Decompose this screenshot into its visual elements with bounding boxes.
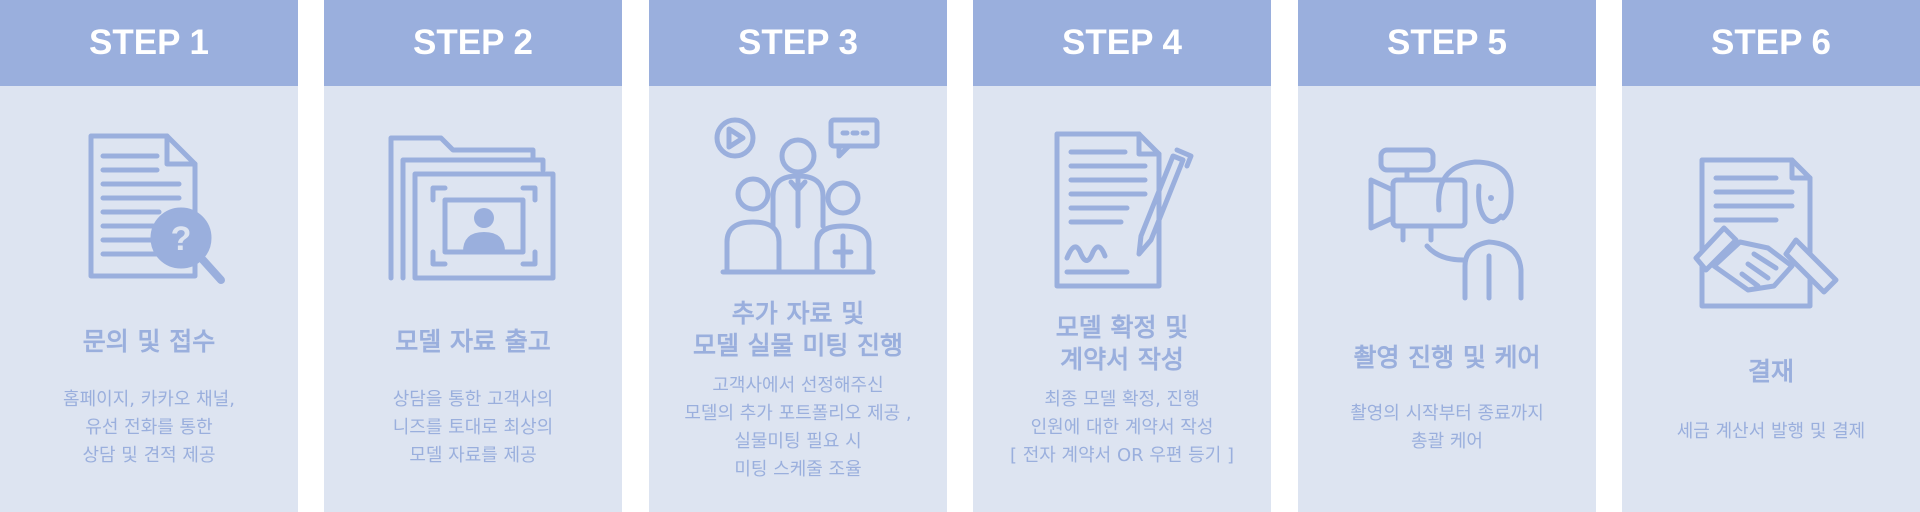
step-1-description: 홈페이지, 카카오 채널, 유선 전화를 통한 상담 및 견적 제공 — [63, 389, 235, 466]
step-3-panel: STEP 3 추가 자료 및 모델 실물 미팅 진행 고객사에서 선정해주신 모… — [649, 0, 947, 512]
step-1-header: STEP 1 — [0, 0, 298, 86]
step-2-arrow — [622, 210, 650, 300]
step-2-header: STEP 2 — [324, 0, 622, 86]
step-2-description: 상담을 통한 고객사의 니즈를 토대로 최상의 모델 자료를 제공 — [392, 389, 554, 466]
step-5-description: 촬영의 시작부터 종료까지 총괄 케어 — [1350, 403, 1544, 452]
group-meeting-icon — [649, 116, 947, 276]
svg-text:?: ? — [171, 220, 192, 258]
step-1-title: 문의 및 접수 — [82, 327, 216, 356]
profile-folder-icon — [324, 130, 622, 290]
handshake-document-icon — [1622, 156, 1920, 316]
step-2-panel: STEP 2 모델 자료 출고 상담을 통한 고객사의 니즈를 토대로 최상의 … — [324, 0, 622, 512]
step-1-panel: STEP 1 ? 문의 및 접수 홈페이지, 카카오 채널, 유선 전화를 통한… — [0, 0, 298, 512]
video-camera-operator-icon — [1298, 146, 1596, 306]
step-4-arrow — [1271, 210, 1299, 300]
step-6-title: 결재 — [1747, 357, 1794, 386]
step-6-description: 세금 계산서 발행 및 결제 — [1676, 421, 1866, 442]
step-4-panel: STEP 4 모델 확정 및 계약서 작성 최종 모델 확정, 진행 인원에 대… — [973, 0, 1271, 512]
contract-pen-icon — [973, 130, 1271, 290]
document-search-icon: ? — [0, 128, 298, 288]
step-3-description: 고객사에서 선정해주신 모델의 추가 포트폴리오 제공 , 실물미팅 필요 시 … — [684, 375, 912, 480]
step-1-arrow — [298, 210, 326, 300]
step-5-panel: STEP 5 촬영 진행 및 케어 촬영의 시작부터 종료까지 총괄 케어 — [1298, 0, 1596, 512]
step-3-title: 추가 자료 및 모델 실물 미팅 진행 — [692, 299, 904, 360]
step-6-header: STEP 6 — [1622, 0, 1920, 86]
step-3-arrow — [947, 210, 975, 300]
step-4-title: 모델 확정 및 계약서 작성 — [1055, 313, 1189, 374]
step-6-panel: STEP 6 결재 세금 계산서 발행 및 결제 — [1622, 0, 1920, 512]
step-5-title: 촬영 진행 및 케어 — [1353, 343, 1541, 372]
step-4-header: STEP 4 — [973, 0, 1271, 86]
step-5-arrow — [1596, 210, 1624, 300]
step-5-header: STEP 5 — [1298, 0, 1596, 86]
step-4-description: 최종 모델 확정, 진행 인원에 대한 계약서 작성 [ 전자 계약서 OR 우… — [1009, 389, 1235, 466]
step-2-title: 모델 자료 출고 — [395, 327, 551, 356]
step-3-header: STEP 3 — [649, 0, 947, 86]
